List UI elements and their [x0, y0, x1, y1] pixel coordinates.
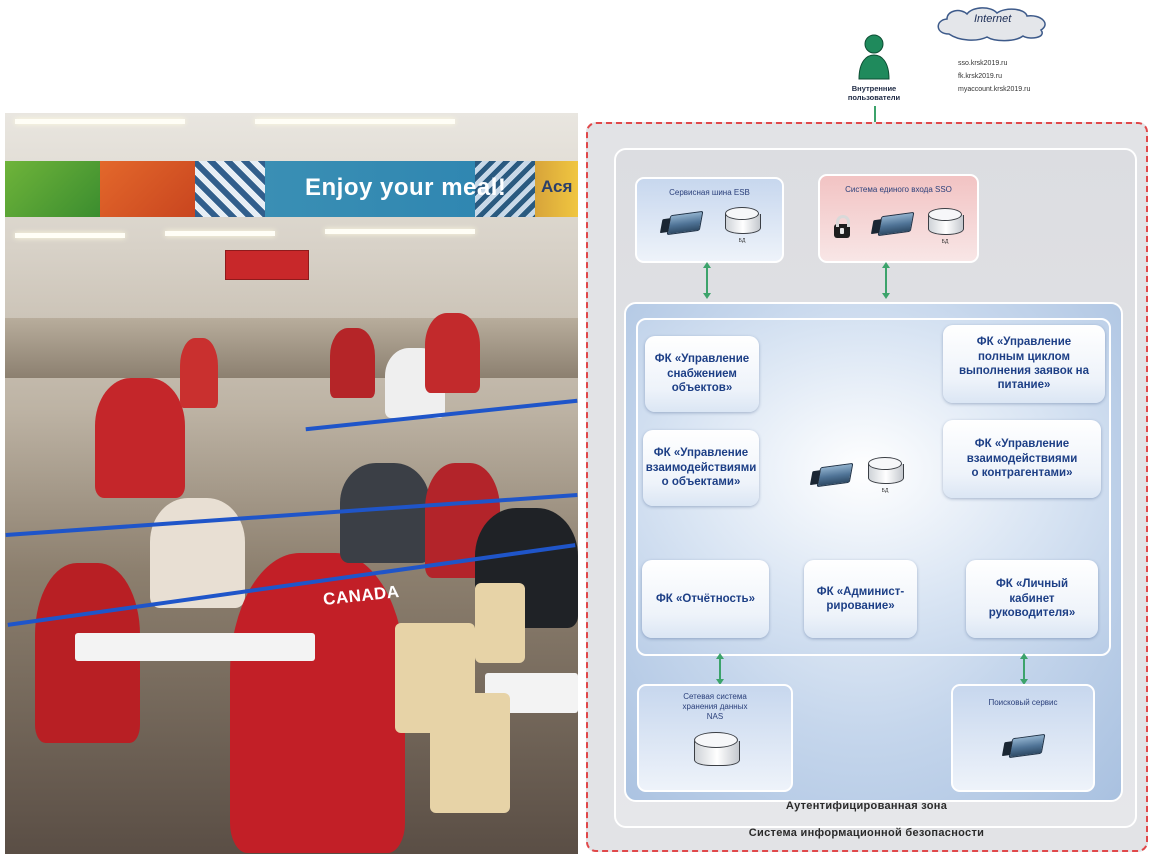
internet-label: Internet: [974, 13, 1012, 25]
database-icon: БД: [928, 208, 964, 245]
connector-esb-core: [706, 267, 708, 294]
ceiling-light: [165, 231, 275, 236]
chair: [430, 693, 510, 813]
welcome-banner: Enjoy your meal! Ася: [5, 161, 578, 217]
fk-food-request-cycle: ФК «Управление полным циклом выполнения …: [943, 325, 1105, 403]
connector-core-search: [1023, 658, 1025, 680]
sso-service-box: Система единого входа SSO БД: [818, 174, 979, 263]
server-icon: [1008, 733, 1046, 759]
fk-manager-cabinet: ФК «Личный кабинет руководителя»: [966, 560, 1098, 638]
arrow-icon: [703, 262, 711, 268]
banner-text-right: Ася: [541, 177, 573, 196]
arrow-icon: [703, 293, 711, 299]
search-service-box: Поисковый сервис: [951, 684, 1095, 792]
connector-core-nas: [719, 658, 721, 680]
ceiling-light: [15, 233, 125, 238]
fk-object-interactions: ФК «Управление взаимодействиями о объект…: [643, 430, 759, 506]
person: [95, 378, 185, 498]
esb-title: Сервисная шина ESB: [669, 188, 750, 197]
person: [425, 313, 480, 393]
user-label: Внутренние пользователи: [847, 84, 901, 102]
nas-storage-box: Сетевая система хранения данных NAS: [637, 684, 793, 792]
esb-service-box: Сервисная шина ESB БД: [635, 177, 784, 263]
internet-cloud-icon: [937, 7, 1046, 42]
lock-icon: [834, 215, 850, 238]
url-myaccount: myaccount.krsk2019.ru: [958, 86, 1031, 93]
fk-object-supply: ФК «Управление снабжением объектов»: [645, 336, 759, 412]
ceiling-light: [255, 119, 455, 124]
database-icon: БД: [868, 457, 904, 494]
person: [180, 338, 218, 408]
banner-text: Enjoy your meal!: [305, 174, 507, 201]
arrow-icon: [716, 679, 724, 685]
arrow-icon: [716, 653, 724, 659]
person: [330, 328, 375, 398]
url-fk: fk.krsk2019.ru: [958, 73, 1002, 80]
nas-title: Сетевая система хранения данных NAS: [682, 692, 748, 721]
architecture-diagram: Internet sso.krsk2019.ru fk.krsk2019.ru …: [583, 0, 1150, 854]
connector-sso-core: [885, 267, 887, 294]
search-title: Поисковый сервис: [988, 698, 1058, 707]
ceiling-light: [325, 229, 475, 234]
url-list: sso.krsk2019.ru fk.krsk2019.ru myaccount…: [958, 57, 1030, 96]
ceiling-light: [15, 119, 185, 124]
fk-administration: ФК «Админист- рирование»: [804, 560, 917, 638]
db-caption: БД: [738, 238, 746, 244]
db-caption: БД: [941, 239, 949, 245]
person: [230, 553, 405, 853]
exit-sign: [225, 250, 309, 280]
arrow-icon: [882, 262, 890, 268]
authenticated-zone-label: Аутентифицированная зона: [785, 800, 948, 812]
url-sso: sso.krsk2019.ru: [958, 60, 1008, 67]
chair: [475, 583, 525, 663]
arrow-icon: [1020, 653, 1028, 659]
sso-title: Система единого входа SSO: [845, 185, 952, 194]
fk-reporting: ФК «Отчётность»: [642, 560, 769, 638]
db-caption: БД: [881, 488, 889, 494]
fk-counterparty-interactions: ФК «Управление взаимодействиями о контра…: [943, 420, 1101, 498]
arrow-icon: [882, 293, 890, 299]
server-icon: [666, 210, 704, 236]
security-system-label: Система информационной безопасности: [748, 827, 985, 839]
server-icon: [877, 211, 915, 237]
table: [75, 633, 315, 661]
person: [340, 463, 430, 563]
user-icon: [858, 34, 890, 80]
database-icon: БД: [725, 207, 761, 244]
arrow-icon: [1020, 679, 1028, 685]
database-icon: [694, 732, 740, 768]
cafeteria-photo: Enjoy your meal! Ася CANADA: [5, 113, 578, 854]
serving-counter: [5, 318, 578, 378]
